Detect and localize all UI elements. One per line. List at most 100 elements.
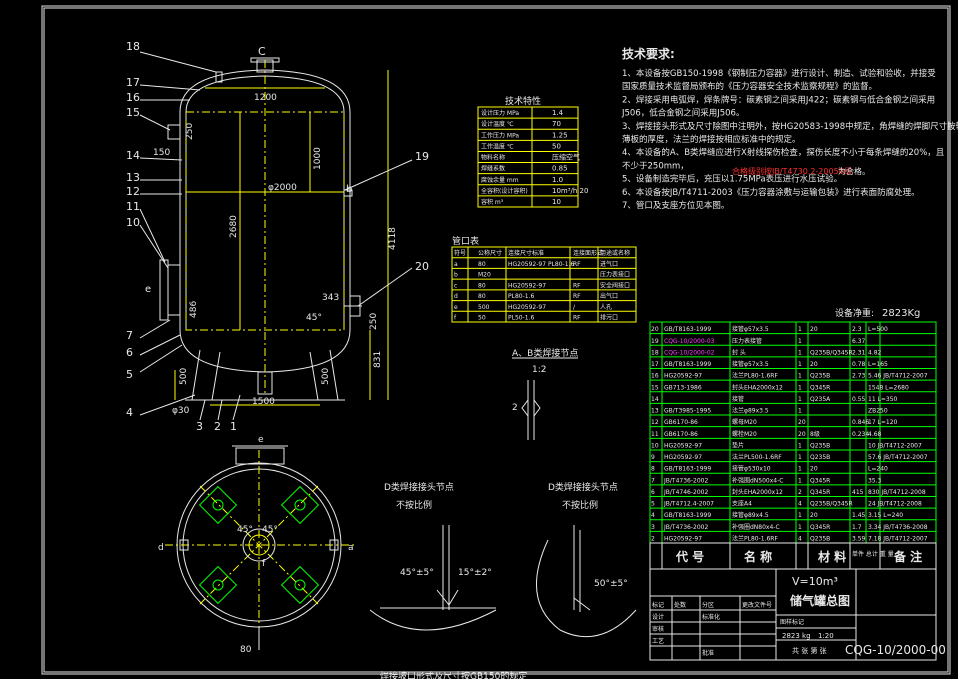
parts-cell: 13 <box>651 408 659 415</box>
tb-label-count: 处数 <box>674 601 686 609</box>
spec-row-label: 腐蚀余量 mm <box>481 176 519 184</box>
bottom-caption: 焊接坡口形式及尺寸按GB150的规定 <box>380 670 527 679</box>
parts-cell: 封头EHA2000x12 <box>732 383 783 391</box>
dim-c: C <box>258 45 266 58</box>
parts-cell: 2.31 <box>852 349 866 356</box>
parts-header-material: 材 料 <box>817 549 846 564</box>
plan-ang-45b: 45° <box>262 525 278 535</box>
spec-row-label: 设计压力 MPa <box>481 109 519 117</box>
parts-cell: 15 <box>651 384 659 391</box>
parts-cell: Q235B/Q345R <box>810 501 853 508</box>
parts-cell: 20 <box>798 431 806 438</box>
parts-cell: 1 <box>798 466 802 473</box>
parts-cell: 830 JB/T4712-2008 <box>868 489 926 496</box>
callout-19: 19 <box>415 150 429 163</box>
callouts: 18 17 16 15 14 13 12 11 10 7 6 5 4 3 2 1… <box>126 40 429 433</box>
weld-d1-title: D类焊接接头节点 <box>384 481 454 493</box>
parts-cell: 0.846 <box>852 419 869 426</box>
drawing-mass: 2823 kg <box>782 632 811 640</box>
parts-cell: 垫片 <box>732 441 744 449</box>
parts-cell: 20 <box>798 419 806 426</box>
plan-label-a: a <box>348 543 354 553</box>
tech-line: 2、焊接采用电弧焊，焊条牌号：碳素钢之间采用J422；碳素钢与低合金钢之间采用 <box>622 94 935 105</box>
plan-label-f: f <box>262 559 266 569</box>
parts-cell: Q235A <box>810 396 831 403</box>
plan-dim-80: 80 <box>240 645 252 655</box>
parts-cell: 1 <box>798 512 802 519</box>
parts-cell: 3.59 <box>852 536 866 543</box>
callout-5: 5 <box>126 368 133 381</box>
parts-header-remark: 备 注 <box>893 549 922 564</box>
nozzle-cell: e <box>454 304 458 311</box>
weld-ab-title: A、B类焊接节点 <box>512 347 578 359</box>
parts-cell: 6.37 <box>852 338 866 345</box>
dim-1200: 1200 <box>254 93 277 103</box>
parts-cell: 24 JB/T4712-2008 <box>868 501 922 508</box>
parts-cell: Q345R <box>810 524 830 531</box>
parts-cell: 法兰PL500-1.6RF <box>732 453 782 461</box>
drawing-code: CQG-10/2000-00 <box>845 643 946 657</box>
parts-cell: HG20592-97 <box>664 373 702 380</box>
tech-line: 7、管口及支座方位见本图。 <box>622 200 729 211</box>
nozzle-cell: 连接尺寸标准 <box>508 249 544 257</box>
parts-cell: 10 JB/T4712-2007 <box>868 442 922 449</box>
dim-1500: 1500 <box>252 397 275 407</box>
parts-cell: 接管φ89x4.5 <box>732 511 769 519</box>
weight-label: 设备净重: <box>835 307 874 319</box>
nozzle-cell: c <box>454 282 457 289</box>
tb-label-review: 审核 <box>652 625 664 633</box>
parts-cell: 法兰PL80-1.6RF <box>732 535 778 543</box>
parts-cell: 20 <box>810 512 818 519</box>
parts-header: 代 号 名 称 材 料 单件 总计 重 量 备 注 <box>649 542 937 570</box>
parts-cell: 3.34 JB/T4736-2008 <box>868 524 928 531</box>
parts-cell: 压力表接管 <box>732 337 762 345</box>
callout-4: 4 <box>126 406 133 419</box>
tb-label-process: 工艺 <box>652 637 664 645</box>
parts-cell: JB/T4746-2002 <box>663 489 708 496</box>
parts-cell: 1 <box>798 442 802 449</box>
parts-cell: Q235B <box>810 454 830 461</box>
nozzle-cell: PL50-1.6 <box>508 315 534 322</box>
parts-cell: Q235B <box>810 373 830 380</box>
weld-detail-ab: A、B类焊接节点 1:2 2 <box>512 347 578 440</box>
parts-cell: L=500 <box>868 326 888 333</box>
weld-detail-d2: D类焊接接头节点 不按比例 50°±5° <box>536 481 637 638</box>
tech-title: 技术要求: <box>622 46 675 61</box>
tech-line: 4、本设备的A、B类焊缝应进行X射线探伤检查，探伤长度不小于每条焊缝的20%，且 <box>622 147 945 158</box>
parts-cell: 20 <box>651 326 659 333</box>
parts-cell: 5.46 JB/T4712-2007 <box>868 373 928 380</box>
drawing-scale: 1:20 <box>818 632 834 640</box>
parts-cell: 1.7 <box>852 524 862 531</box>
dim-500: 500 <box>179 368 189 385</box>
parts-cell: 接管φ530x10 <box>732 465 771 473</box>
parts-cell: 法兰φ89x3.5 <box>732 407 769 415</box>
parts-cell: 4.68 <box>868 431 882 438</box>
tb-label-mark: 标记 <box>652 601 664 609</box>
parts-cell: GB/T3985-1995 <box>664 408 711 415</box>
nozzle-title: 管口表 <box>452 235 479 247</box>
parts-cell: 8级 <box>810 430 820 438</box>
callout-15: 15 <box>126 106 140 119</box>
weld-d2-note: 不按比例 <box>562 499 598 511</box>
nozzle-cell: a <box>454 261 458 268</box>
weld-detail-d1: D类焊接接头节点 不按比例 45°±5° 15°±2° <box>369 481 497 631</box>
nozzle-cell: 连接面形式 <box>573 249 603 257</box>
nozzle-cell: 进气口 <box>600 260 618 268</box>
parts-cell: 0.55 <box>852 396 866 403</box>
parts-cell: 1 <box>798 349 802 356</box>
weld-ab-scale: 1:2 <box>532 365 546 375</box>
callout-2: 2 <box>214 420 221 433</box>
parts-cell: 17 <box>651 361 659 368</box>
parts-cell: 4.82 <box>868 349 882 356</box>
nozzle-cell: HG20592-97 <box>508 304 546 311</box>
callout-18: 18 <box>126 40 140 53</box>
parts-cell: 20 <box>810 326 818 333</box>
parts-cell: 1548 L=2680 <box>868 384 909 391</box>
parts-cell: L=240 <box>868 466 888 473</box>
spec-row-label: 设计温度 ℃ <box>481 120 514 128</box>
spec-row-label: 工作温度 ℃ <box>481 142 514 150</box>
parts-cell: 补强圈dN80x4-C <box>732 523 780 531</box>
nozzle-cell: 80 <box>478 261 486 268</box>
